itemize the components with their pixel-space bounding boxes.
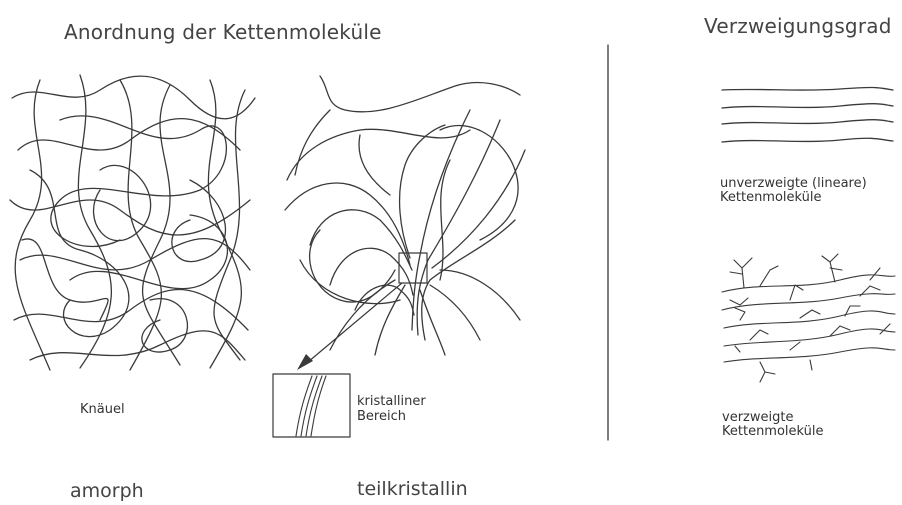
semicrystalline-structure (273, 76, 525, 437)
label-unbranched-line2: Kettenmoleküle (720, 190, 822, 205)
label-branched-line2: Kettenmoleküle (722, 424, 824, 439)
linear-chains (722, 87, 893, 142)
amorphous-coil (10, 75, 255, 370)
label-branched-line1: verzweigte (722, 410, 793, 425)
label-coil: Knäuel (80, 402, 125, 417)
category-semicrystalline: teilkristallin (357, 478, 468, 500)
label-crystalline-line1: kristalliner (357, 394, 426, 409)
label-crystalline-line2: Bereich (357, 409, 406, 424)
branched-chains (722, 254, 895, 382)
category-amorphous: amorph (70, 480, 144, 502)
label-unbranched-line1: unverzweigte (lineare) (720, 176, 867, 191)
